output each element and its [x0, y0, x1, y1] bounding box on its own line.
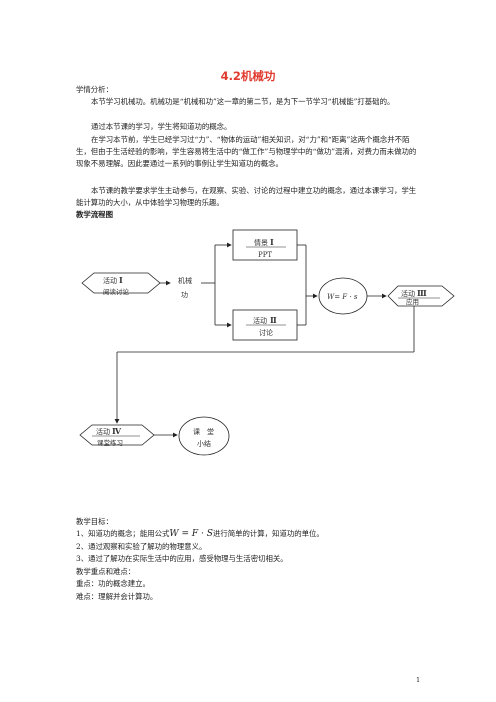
scene1-sub: PPT — [258, 251, 272, 259]
summary-line2: 小结 — [197, 439, 211, 448]
scene1-numeral: Ⅰ — [270, 237, 274, 247]
activity3-sub: 应用 — [406, 297, 419, 306]
page-title: 4.2机械功 — [220, 69, 276, 83]
summary-shape — [178, 416, 230, 456]
key-heading: 教学重点和难点： — [76, 567, 136, 576]
activity4-sub: 课堂练习 — [97, 438, 123, 447]
analysis-heading: 学情分析： — [76, 85, 113, 94]
paragraph-4: 本节课的教学要求学生主动参与，在观察、实验、讨论的过程中建立功的概念，通过本课学… — [76, 186, 417, 207]
mech-work-line2: 功 — [181, 290, 188, 299]
activity3-numeral: Ⅲ — [417, 288, 427, 298]
goal-2: 2、通过观察和实验了解功的物理意义。 — [76, 542, 207, 551]
paragraph-1: 本节学习机械功。机械功是“机械和功”这一章的第二节，是为下一节学习“机械能”打基… — [91, 97, 395, 106]
activity1-label: 活动 — [103, 276, 117, 285]
activity4-numeral: Ⅳ — [112, 426, 122, 436]
activity2-sub: 讨论 — [259, 328, 273, 337]
activity1-sub: 阅读讨论 — [103, 287, 130, 296]
summary-line1: 课 堂 — [193, 427, 214, 436]
goal-3: 3、通过了解功在实际生活中的应用，感受物理与生活密切相关。 — [76, 554, 288, 563]
flow-heading: 教学流程图 — [76, 210, 113, 219]
goal-formula: W = F · S — [169, 529, 213, 539]
scene1-label: 情景 — [254, 238, 268, 247]
activity3-label: 活动 — [401, 289, 415, 298]
activity2-label: 活动 — [253, 316, 267, 325]
paragraph-2: 通过本节课的学习，学生将知道功的概念。 — [91, 122, 232, 131]
key-point: 重点：功的概念建立。 — [76, 579, 150, 588]
paragraph-3: 在学习本节前，学生已经学习过“力”、“物体的运动”相关知识，对“力”和“距离”这… — [76, 135, 417, 168]
mech-work-line1: 机械 — [178, 276, 192, 285]
goal-1-suffix: 进行简单的计算，知道功的单位。 — [212, 529, 324, 538]
goals-heading: 教学目标： — [76, 517, 113, 526]
goal-1: 1、知道功的概念；能用公式W = F · S进行简单的计算，知道功的单位。 — [76, 528, 422, 540]
formula-text: W= F · s — [327, 293, 358, 301]
difficulty: 难点：理解并会计算功。 — [76, 592, 158, 601]
activity2-numeral: Ⅱ — [270, 315, 277, 325]
goal-1-prefix: 1、知道功的概念；能用公式 — [76, 529, 170, 538]
page-number: 1 — [416, 676, 421, 684]
activity1-numeral: Ⅰ — [119, 275, 123, 285]
activity4-label: 活动 — [96, 427, 110, 436]
activity3-shape — [387, 285, 455, 307]
